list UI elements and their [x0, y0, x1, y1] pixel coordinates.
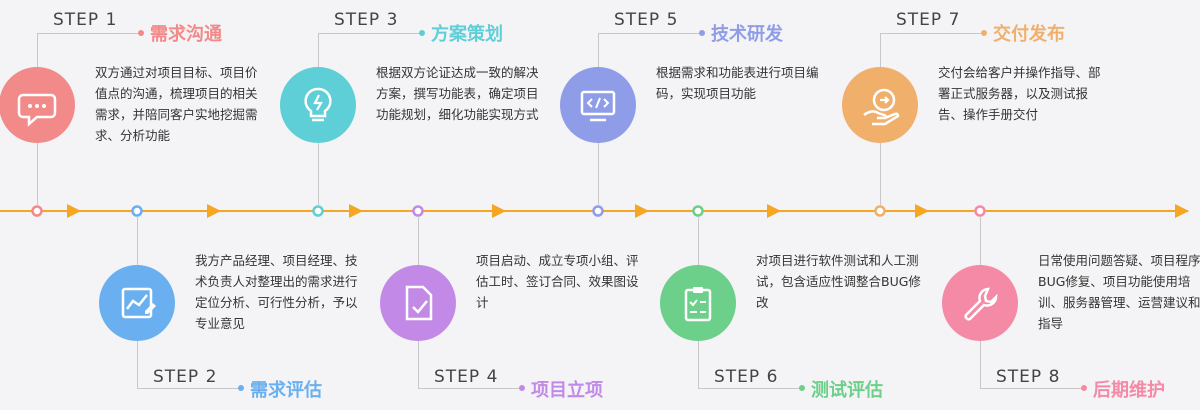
- timeline-arrow: [349, 204, 363, 218]
- connector-line: [37, 33, 141, 34]
- timeline-arrow: [915, 204, 929, 218]
- code-monitor-icon: [560, 67, 636, 143]
- step-title-1: 需求沟通: [150, 24, 222, 45]
- lightbulb-icon: [280, 67, 356, 143]
- connector-line: [418, 388, 522, 389]
- step-label-7: STEP 7: [896, 10, 961, 30]
- title-marker-dot: [699, 30, 705, 36]
- timeline-node-step-4: [412, 205, 424, 217]
- step-description-4: 项目启动、成立专项小组、评估工时、签订合同、效果图设计: [476, 253, 639, 310]
- timeline-node-step-7: [874, 205, 886, 217]
- document-check-icon: [380, 265, 456, 341]
- wrench-icon: [942, 265, 1018, 341]
- step-description-3: 根据双方论证达成一致的解决方案，撰写功能表，确定项目功能规划，细化功能实现方式: [376, 65, 539, 122]
- step-description-6: 对项目进行软件测试和人工测试，包含适应性调整合BUG修改: [756, 253, 921, 310]
- step-label-4: STEP 4: [434, 367, 499, 387]
- timeline-arrow: [767, 204, 781, 218]
- connector-line: [598, 33, 702, 34]
- step-description-2: 我方产品经理、项目经理、技术负责人对整理出的需求进行定位分析、可行性分析，予以专…: [195, 253, 358, 331]
- step-label-5: STEP 5: [614, 10, 679, 30]
- step-title-3: 方案策划: [431, 24, 503, 45]
- timeline-node-step-8: [974, 205, 986, 217]
- timeline-node-step-2: [131, 205, 143, 217]
- step-title-7: 交付发布: [993, 24, 1065, 45]
- connector-line: [318, 33, 422, 34]
- step-description-5: 根据需求和功能表进行项目编码，实现项目功能: [656, 65, 819, 101]
- connector-line: [698, 388, 802, 389]
- clipboard-check-icon: [660, 265, 736, 341]
- timeline-arrow: [635, 204, 649, 218]
- timeline-node-step-1: [31, 205, 43, 217]
- title-marker-dot: [519, 385, 525, 391]
- step-description-7: 交付会给客户并操作指导、部署正式服务器，以及测试报告、操作手册交付: [938, 65, 1101, 122]
- hand-deliver-icon: [842, 67, 918, 143]
- title-marker-dot: [1081, 385, 1087, 391]
- title-marker-dot: [981, 30, 987, 36]
- step-label-1: STEP 1: [53, 10, 118, 30]
- timeline-arrow: [1175, 204, 1189, 218]
- connector-line: [880, 33, 984, 34]
- step-title-6: 测试评估: [811, 380, 883, 401]
- connector-line: [980, 388, 1084, 389]
- title-marker-dot: [138, 30, 144, 36]
- chart-edit-icon: [99, 265, 175, 341]
- timeline-node-step-3: [312, 205, 324, 217]
- step-label-2: STEP 2: [153, 367, 218, 387]
- connector-line: [137, 388, 241, 389]
- step-title-2: 需求评估: [250, 380, 322, 401]
- step-label-3: STEP 3: [334, 10, 399, 30]
- chat-bubble-icon: [0, 67, 75, 143]
- step-label-6: STEP 6: [714, 367, 779, 387]
- timeline-node-step-6: [692, 205, 704, 217]
- timeline-arrow: [67, 204, 81, 218]
- step-title-4: 项目立项: [531, 380, 603, 401]
- timeline-node-step-5: [592, 205, 604, 217]
- title-marker-dot: [419, 30, 425, 36]
- title-marker-dot: [238, 385, 244, 391]
- timeline-arrow: [207, 204, 221, 218]
- step-title-5: 技术研发: [711, 24, 783, 45]
- step-description-1: 双方通过对项目目标、项目价值点的沟通，梳理项目的相关需求，并陪同客户实地挖掘需求…: [95, 65, 258, 143]
- step-description-8: 日常使用问题答疑、项目程序BUG修复、项目功能使用培训、服务器管理、运营建议和指…: [1038, 253, 1200, 331]
- step-title-8: 后期维护: [1093, 380, 1165, 401]
- title-marker-dot: [799, 385, 805, 391]
- step-label-8: STEP 8: [996, 367, 1061, 387]
- timeline-arrow: [492, 204, 506, 218]
